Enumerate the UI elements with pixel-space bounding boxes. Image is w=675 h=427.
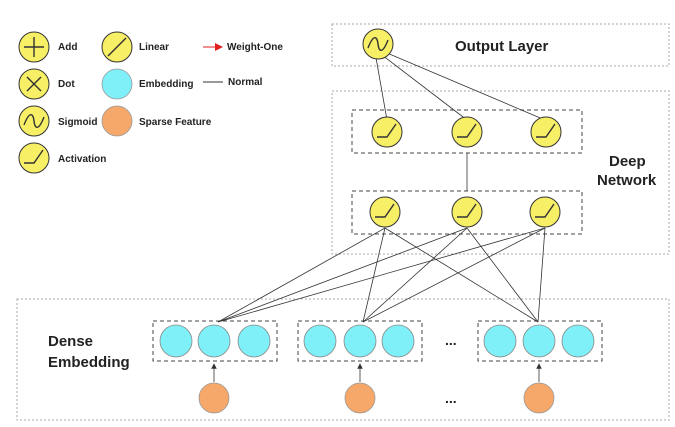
legend-weight-one: Weight-One xyxy=(203,42,283,53)
legend-add: Add xyxy=(18,31,77,63)
deep-network-box xyxy=(331,90,670,255)
embedding-node xyxy=(381,324,415,358)
embedding-nodes xyxy=(159,324,595,358)
legend: Add Dot Sigmoid Activation xyxy=(18,31,283,174)
plus-icon xyxy=(18,31,50,63)
output-layer-title: Output Layer xyxy=(455,38,549,55)
legend-linear: Linear xyxy=(101,31,169,63)
embedding-node xyxy=(197,324,231,358)
sparse-feature-node-icon xyxy=(101,105,133,137)
embedding-node xyxy=(522,324,556,358)
activation-node xyxy=(530,116,562,148)
legend-activation: Activation xyxy=(18,142,106,174)
dense-embedding-title-line1: Dense xyxy=(48,333,93,350)
sigmoid-icon xyxy=(18,105,50,137)
sparse-feature-node xyxy=(344,382,376,414)
legend-embedding-label: Embedding xyxy=(139,79,193,90)
sparse-feature-node xyxy=(523,382,555,414)
hidden-layer-1-nodes xyxy=(369,196,561,228)
legend-sparse-feature: Sparse Feature xyxy=(101,105,212,137)
legend-sigmoid: Sigmoid xyxy=(18,105,97,137)
embedding-node xyxy=(483,324,517,358)
relu-icon xyxy=(457,123,477,138)
output-sigmoid-node xyxy=(362,28,394,60)
activation-node xyxy=(451,196,483,228)
legend-sparse-feature-label: Sparse Feature xyxy=(139,117,212,128)
embedding-group-2 xyxy=(297,320,423,362)
relu-icon xyxy=(535,203,555,218)
connections xyxy=(217,49,546,323)
dense-embedding-box xyxy=(16,298,670,421)
deep-network-title-line2: Network xyxy=(597,172,657,189)
activation-node xyxy=(529,196,561,228)
output-layer-box xyxy=(331,23,670,67)
ellipsis-sparse: ... xyxy=(445,390,457,406)
deep-network-title-line1: Deep xyxy=(609,153,646,170)
embedding-node xyxy=(303,324,337,358)
legend-sigmoid-label: Sigmoid xyxy=(58,117,97,128)
embedding-node xyxy=(561,324,595,358)
embedding-node xyxy=(237,324,271,358)
relu-icon xyxy=(18,142,50,174)
legend-linear-label: Linear xyxy=(139,42,169,53)
relu-icon xyxy=(536,123,556,138)
embedding-group-3 xyxy=(477,320,603,362)
legend-normal: Normal xyxy=(203,77,263,88)
legend-dot-label: Dot xyxy=(58,79,75,90)
sigmoid-icon xyxy=(367,37,389,51)
sparse-feature-nodes xyxy=(198,382,555,414)
activation-node xyxy=(371,116,403,148)
relu-icon xyxy=(375,203,395,218)
linear-icon xyxy=(101,31,133,63)
relu-icon xyxy=(457,203,477,218)
hidden-layer-2-nodes xyxy=(371,116,562,148)
sparse-feature-node xyxy=(198,382,230,414)
dense-embedding-title-line2: Embedding xyxy=(48,354,130,371)
embedding-group-1 xyxy=(152,320,278,362)
legend-weight-one-label: Weight-One xyxy=(227,42,283,53)
embedding-node-icon xyxy=(101,68,133,100)
cross-icon xyxy=(18,68,50,100)
legend-add-label: Add xyxy=(58,42,77,53)
embedding-node xyxy=(159,324,193,358)
sparse-to-embedding-arrows xyxy=(211,363,542,382)
ellipsis-embedding: ... xyxy=(445,332,457,348)
embedding-node xyxy=(343,324,377,358)
legend-normal-label: Normal xyxy=(228,77,263,88)
legend-embedding: Embedding xyxy=(101,68,193,100)
relu-icon xyxy=(377,123,397,138)
activation-node xyxy=(369,196,401,228)
activation-node xyxy=(451,116,483,148)
legend-activation-label: Activation xyxy=(58,154,106,165)
legend-dot: Dot xyxy=(18,68,75,100)
